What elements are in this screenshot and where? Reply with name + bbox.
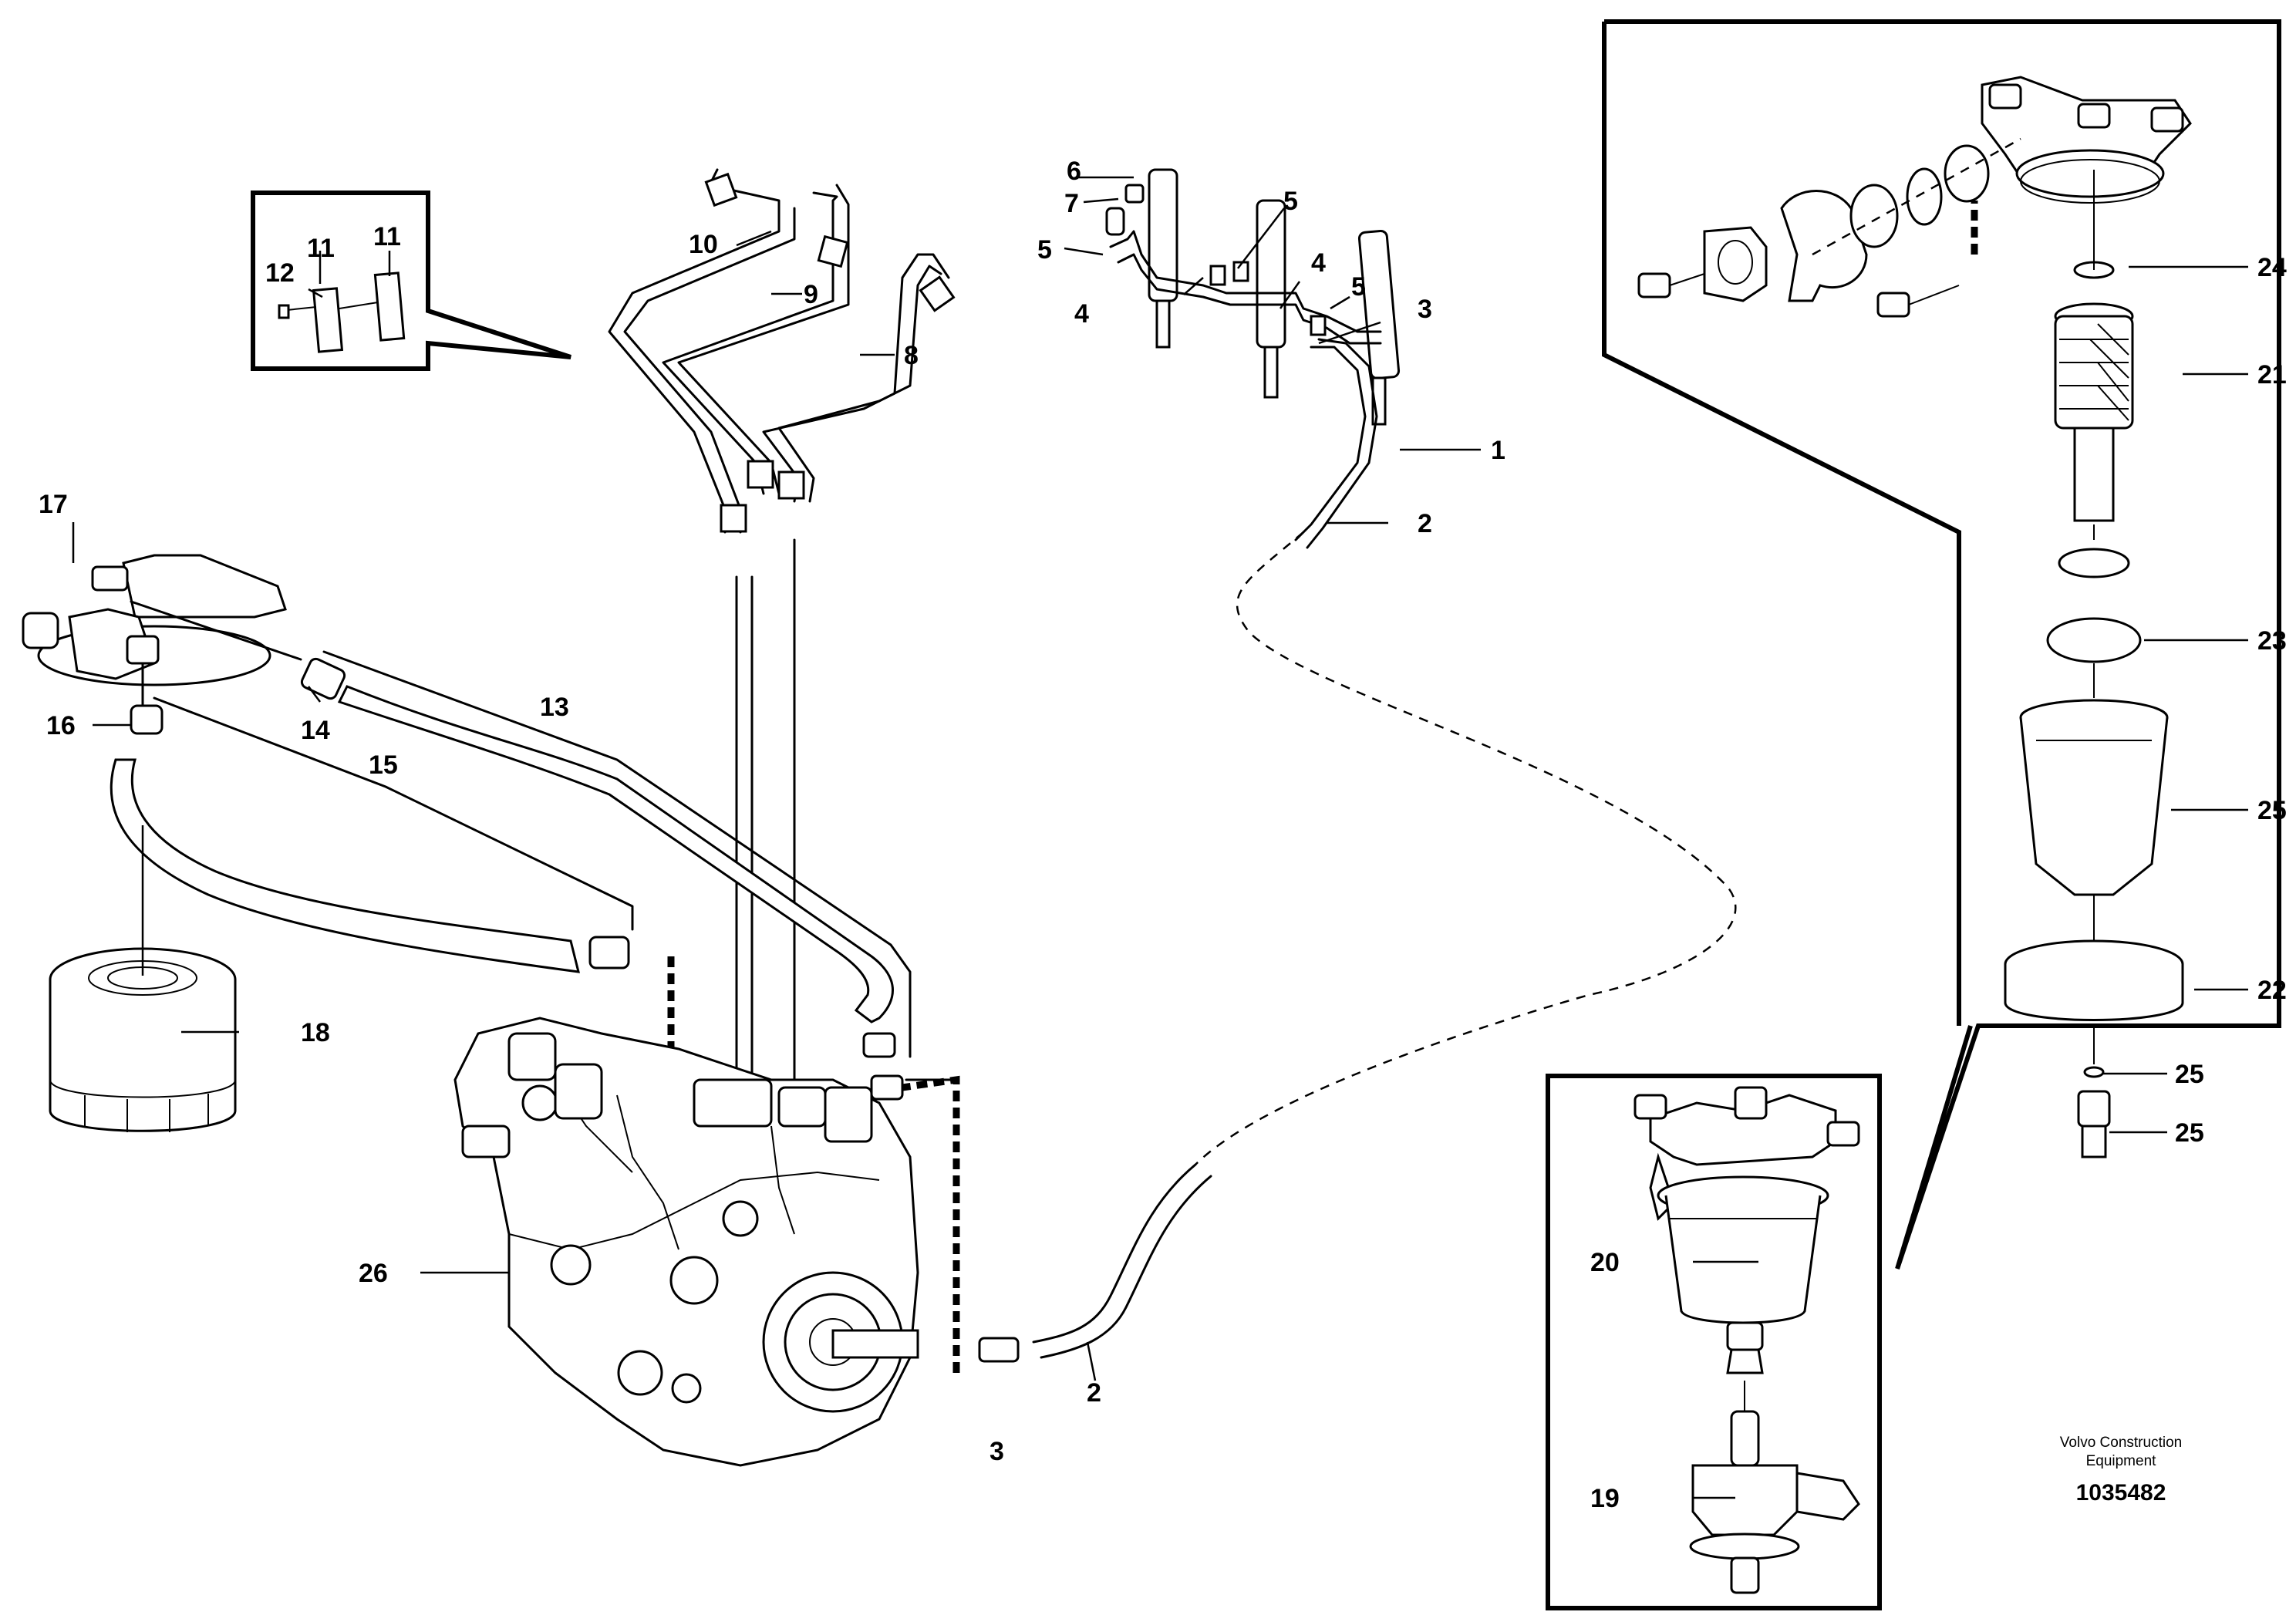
callout-17: 17 xyxy=(39,490,68,519)
callout-16: 16 xyxy=(46,711,76,740)
injection-pump xyxy=(453,1017,958,1467)
callout-21: 21 xyxy=(2257,360,2287,389)
callout-5-right: 5 xyxy=(1351,272,1366,302)
clip-detail-frame xyxy=(251,191,571,371)
caption-line-1: Volvo Construction xyxy=(2060,1435,2182,1451)
callout-1: 1 xyxy=(1491,436,1505,465)
caption-line-2: Equipment xyxy=(2086,1453,2157,1469)
callout-25-drain: 25 xyxy=(2175,1118,2204,1148)
alt-filter-detail-frame xyxy=(1546,1074,1882,1610)
callout-20: 20 xyxy=(1590,1248,1620,1277)
callout-2-lower: 2 xyxy=(1087,1378,1101,1408)
callout-11-right: 11 xyxy=(373,222,401,251)
callout-11-left: 11 xyxy=(307,234,335,263)
callout-19: 19 xyxy=(1590,1484,1620,1513)
callout-13: 13 xyxy=(540,693,569,722)
filter-detail-frame xyxy=(1602,19,2281,1270)
callout-23: 23 xyxy=(2257,626,2287,656)
callout-4-left: 4 xyxy=(1074,299,1089,329)
document-number: 1035482 xyxy=(2076,1480,2166,1506)
callout-4-right: 4 xyxy=(1311,248,1326,278)
callout-5-top: 5 xyxy=(1283,187,1298,216)
filter-exploded-view xyxy=(1637,76,2192,1158)
leak-off-lines xyxy=(902,168,1737,1373)
callout-9: 9 xyxy=(804,280,818,309)
callout-18: 18 xyxy=(301,1018,330,1047)
oil-filter xyxy=(49,825,237,1132)
injection-lines xyxy=(608,168,956,1089)
callout-7: 7 xyxy=(1064,189,1079,218)
callout-14: 14 xyxy=(301,716,330,745)
caption: Volvo Construction Equipment 1035482 xyxy=(2060,1435,2182,1506)
callout-3-lower: 3 xyxy=(990,1437,1004,1466)
callout-6: 6 xyxy=(1067,157,1081,186)
callout-26: 26 xyxy=(359,1259,388,1288)
callout-15: 15 xyxy=(369,750,398,780)
leader-lines xyxy=(72,176,2248,1499)
callout-22: 22 xyxy=(2257,976,2287,1005)
alt-filter-view xyxy=(1633,1086,1860,1594)
callout-5-left: 5 xyxy=(1037,235,1052,265)
callout-25-bowl: 25 xyxy=(2257,796,2287,825)
callout-25-ring: 25 xyxy=(2175,1060,2204,1089)
callout-12: 12 xyxy=(265,258,295,288)
callout-labels: 1 2 2 3 3 4 4 5 5 5 6 7 8 9 10 11 11 12 … xyxy=(39,157,2287,1513)
callout-24: 24 xyxy=(2257,253,2287,282)
callout-8: 8 xyxy=(904,341,919,370)
filter-head xyxy=(22,554,302,719)
callout-3-upper: 3 xyxy=(1418,295,1432,324)
callout-10: 10 xyxy=(689,230,718,259)
clip-parts xyxy=(278,271,406,353)
callout-2-upper: 2 xyxy=(1418,509,1432,538)
